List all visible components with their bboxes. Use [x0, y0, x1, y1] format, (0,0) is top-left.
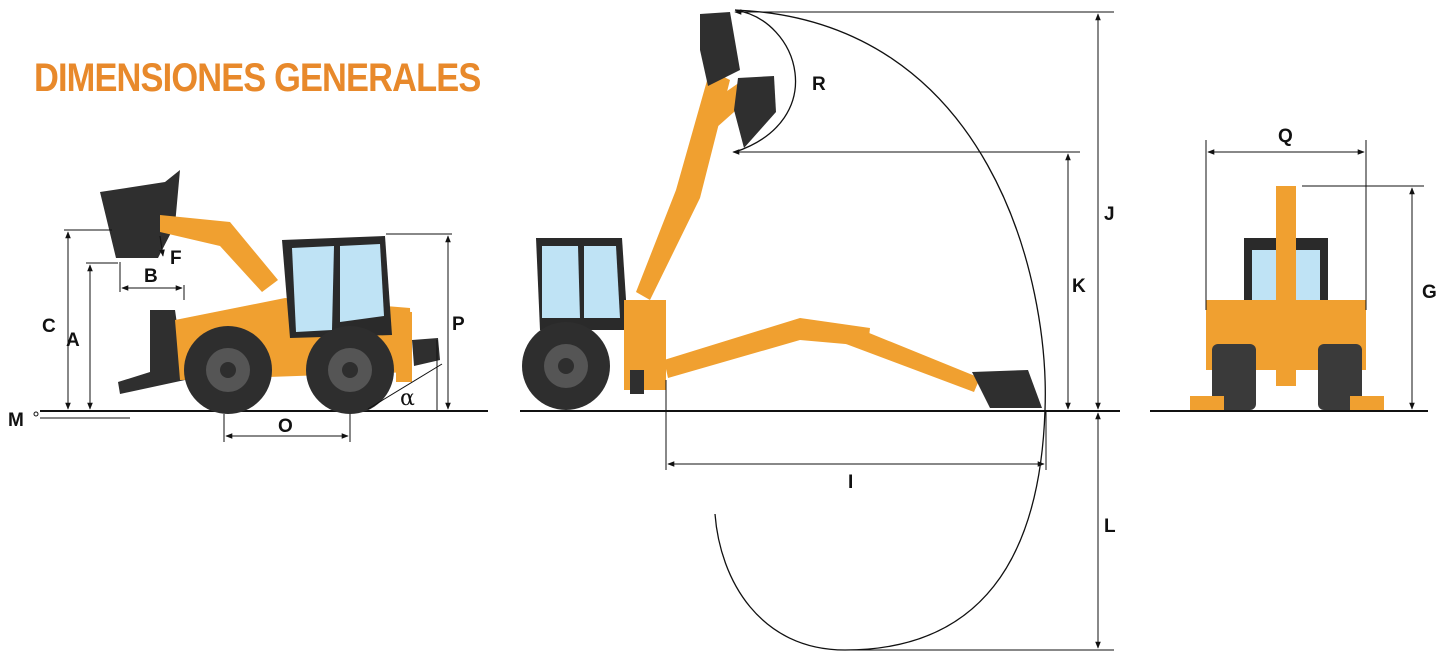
- loader-side-view: C A B F P O M α: [8, 170, 488, 442]
- dimension-c: [64, 229, 112, 410]
- dimension-l: [845, 412, 1114, 651]
- raised-loader-bucket: [100, 170, 180, 258]
- cab-window: [542, 246, 580, 318]
- extended-boom: [664, 318, 870, 378]
- extended-bucket: [972, 370, 1042, 408]
- label-alpha: α: [400, 386, 415, 411]
- label-l: L: [1104, 516, 1116, 537]
- stabilizer-foot: [412, 338, 440, 366]
- label-j: J: [1104, 204, 1115, 225]
- bucket-rotation-arc-r: [734, 9, 797, 153]
- label-q: Q: [1278, 126, 1293, 147]
- backhoe-illustration: [522, 12, 1042, 410]
- cab-window-rear: [340, 244, 384, 322]
- right-tire: [1318, 344, 1362, 410]
- label-k: K: [1072, 276, 1086, 297]
- label-c: C: [42, 316, 56, 337]
- dimension-g: [1302, 185, 1424, 410]
- dimension-a: [86, 262, 118, 410]
- raised-bucket-curled: [700, 12, 740, 86]
- label-b: B: [144, 266, 158, 287]
- label-i: I: [848, 472, 853, 493]
- dimension-k: [732, 149, 1080, 410]
- rear-hitch: [396, 312, 412, 382]
- dimension-i: [665, 380, 1047, 470]
- dimension-b: [119, 262, 185, 300]
- dimension-j: [734, 9, 1114, 410]
- dimension-p: [386, 233, 452, 410]
- loader-arm: [160, 215, 278, 292]
- stabilizer-leg: [630, 370, 644, 394]
- right-stabilizer: [1350, 396, 1384, 410]
- page-title: DIMENSIONES GENERALES: [34, 56, 481, 100]
- reach-envelope-arc: [714, 9, 1046, 651]
- label-g: G: [1422, 282, 1437, 303]
- extended-dipper: [846, 326, 980, 392]
- label-f: F: [170, 248, 182, 269]
- backhoe-boom-rear: [1276, 186, 1296, 386]
- label-m: M: [8, 410, 24, 431]
- lowered-loader-bucket: [118, 310, 185, 394]
- left-stabilizer: [1190, 396, 1224, 410]
- dimension-q: [1205, 140, 1367, 310]
- departure-angle: [367, 340, 443, 410]
- dimension-f: [159, 235, 165, 257]
- raised-bucket-open: [734, 76, 776, 148]
- rear-view: Q G: [1150, 126, 1437, 412]
- label-p: P: [452, 314, 465, 335]
- rear-illustration: [1190, 186, 1384, 410]
- cab-window-front: [292, 246, 334, 332]
- label-o: O: [278, 416, 293, 437]
- dimension-o: [223, 414, 351, 442]
- backhoe-side-view: R J K L I: [520, 9, 1120, 651]
- label-r: R: [812, 74, 826, 95]
- raised-boom: [636, 70, 730, 300]
- m-reference-mark: [33, 411, 39, 417]
- label-a: A: [66, 330, 80, 351]
- left-tire: [1212, 344, 1256, 410]
- backhoe-loader-illustration: [100, 170, 440, 414]
